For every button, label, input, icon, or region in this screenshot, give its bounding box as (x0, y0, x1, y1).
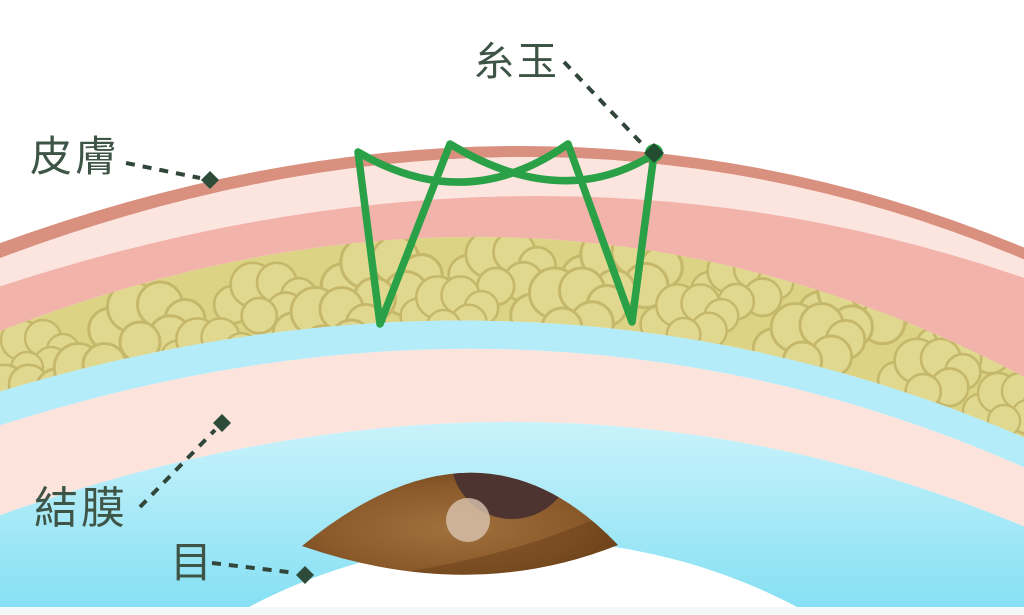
eye-highlight (446, 498, 490, 542)
label-eye: 目 (170, 538, 216, 587)
marker-conjunctiva (213, 414, 231, 432)
leader-line-knot (562, 60, 646, 148)
suture-thread (354, 140, 658, 328)
marker-eye (296, 566, 314, 584)
light-blue-layer (0, 320, 1024, 468)
marker-skin (201, 171, 219, 189)
pale-pink-layer-1 (0, 157, 1024, 287)
bottom-page-strip (0, 607, 1024, 615)
label-thread-knot: 糸玉 (474, 39, 560, 85)
label-markers (201, 171, 314, 584)
leader-line-conjunctiva (138, 428, 217, 509)
label-skin: 皮膚 (30, 132, 121, 181)
leader-lines (125, 60, 646, 575)
conjunctiva-layer (0, 348, 1024, 527)
knot-marker-diamond (644, 143, 664, 163)
rose-layer (0, 195, 1024, 377)
label-conjunctiva: 結膜 (34, 483, 128, 534)
leader-line-skin (125, 161, 201, 180)
skin-surface-layer (0, 146, 1024, 260)
leader-line-eye (211, 561, 297, 575)
